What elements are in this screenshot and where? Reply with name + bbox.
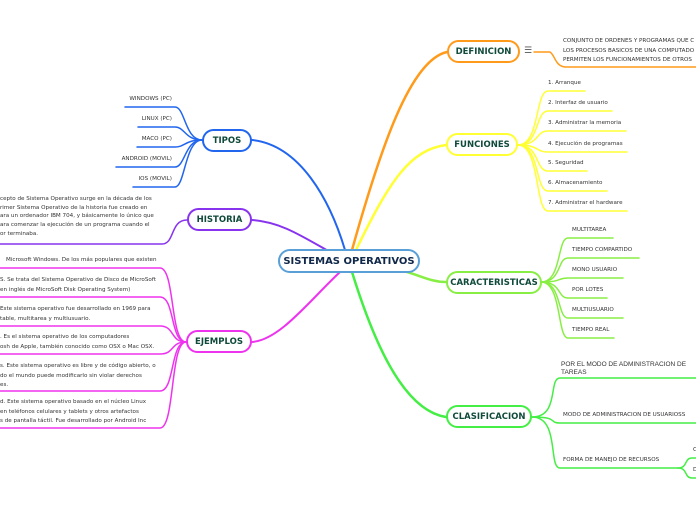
central-topic[interactable]: SISTEMAS OPERATIVOS [278, 249, 420, 273]
ejemplo-item[interactable]: . Es el sistema operativo de los computa… [0, 333, 154, 352]
funciones-item[interactable]: 5. Seguridad [548, 160, 584, 166]
clasificacion-subitem[interactable]: D [693, 467, 696, 473]
topic-clasificacion[interactable]: CLASIFICACION [446, 405, 532, 428]
ejemplo-line: do el mundo puede modificarlo sin violar… [0, 372, 142, 379]
notes-icon[interactable]: ☰ [524, 46, 533, 56]
caracteristicas-item[interactable]: MULTIUSUARIO [572, 307, 614, 313]
historia-line: or terminaba. [0, 230, 39, 237]
caracteristicas-item[interactable]: MULTITAREA [572, 227, 607, 233]
tipos-item[interactable]: LINUX (PC) [141, 116, 172, 122]
historia-line: ara un ordenador IBM 704, y básicamente … [0, 213, 154, 220]
topic-tipos[interactable]: TIPOS [202, 129, 252, 152]
definicion-line: PERMITEN LOS FUNCIONAMIENTOS DE OTROS [563, 57, 692, 63]
ejemplo-item[interactable]: Microsoft Windows. De los más populares … [6, 256, 157, 266]
ejemplo-line: es. [0, 382, 9, 388]
ejemplo-item[interactable]: Este sistema operativo fue desarrollado … [0, 305, 151, 324]
clasificacion-item[interactable]: MODO DE ADMINISTRACION DE USUARIOSS [563, 412, 686, 418]
caracteristicas-item[interactable]: POR LOTES [572, 287, 604, 293]
ejemplo-line: s de pantalla táctil. Fue desarrollado p… [0, 418, 147, 424]
historia-text[interactable]: cepto de Sistema Operativo surge en la d… [0, 195, 154, 239]
clasificacion-item[interactable]: POR EL MODO DE ADMINISTRACION DE TAREAS [561, 361, 687, 376]
definicion-line: LOS PROCESOS BASICOS DE UNA COMPUTADO [563, 47, 695, 54]
historia-line: cepto de Sistema Operativo surge en la d… [0, 196, 152, 202]
ejemplo-line: d. Este sistema operativo basado en el n… [0, 399, 147, 405]
caracteristicas-item[interactable]: TIEMPO COMPARTIDO [572, 247, 633, 253]
funciones-item[interactable]: 7. Administrar el hardware [548, 200, 623, 206]
ejemplo-line: Este sistema operativo fue desarrollado … [0, 306, 151, 312]
funciones-item[interactable]: 1. Arranque [548, 80, 581, 86]
ejemplo-item[interactable]: s. Este sistema operativo es libre y de … [0, 362, 156, 391]
topic-caracteristicas[interactable]: CARACTERISTICAS [446, 271, 542, 294]
topic-definicion[interactable]: DEFINICION [447, 40, 520, 63]
definicion-line: CONJUNTO DE ORDENES Y PROGRAMAS QUE C [563, 38, 695, 44]
ejemplo-line: . Es el sistema operativo de los computa… [0, 334, 130, 340]
topic-historia[interactable]: HISTORIA [187, 208, 252, 231]
funciones-item[interactable]: 6. Almacenamiento [548, 180, 603, 186]
ejemplo-item[interactable]: S. Se trata del Sistema Operativo de Dis… [0, 276, 156, 295]
definicion-text: CONJUNTO DE ORDENES Y PROGRAMAS QUE C LO… [563, 37, 694, 66]
caracteristicas-item[interactable]: TIEMPO REAL [572, 327, 610, 333]
funciones-item[interactable]: 3. Administrar la memoria [548, 120, 622, 126]
topic-ejemplos[interactable]: EJEMPLOS [186, 330, 252, 353]
historia-line: rimer Sistema Operativo de la historia f… [0, 204, 148, 211]
ejemplo-line: table, multitarea y multiusuario. [0, 315, 91, 322]
ejemplo-item[interactable]: d. Este sistema operativo basado en el n… [0, 398, 146, 427]
ejemplo-line: Microsoft Windows. De los más populares … [6, 257, 157, 263]
funciones-item[interactable]: 4. Ejecución de programas [548, 141, 623, 147]
historia-line: ara comenzar la ejecución de un programa… [0, 222, 150, 229]
ejemplo-line: en inglés de MicroSoft Disk Operating Sy… [0, 286, 131, 293]
clasificacion-item[interactable]: FORMA DE MANEJO DE RECURSOS [563, 457, 660, 463]
clasificacion-subitem[interactable]: C [693, 447, 696, 453]
funciones-item[interactable]: 2. Interfaz de usuario [548, 100, 608, 106]
ejemplo-line: S. Se trata del Sistema Operativo de Dis… [0, 277, 156, 283]
caracteristicas-item[interactable]: MONO USUARIO [572, 267, 618, 273]
topic-funciones[interactable]: FUNCIONES [446, 133, 518, 156]
ejemplo-line: osh de Apple, también conocido como OSX … [0, 343, 155, 350]
ejemplo-line: en teléfonos celulares y tablets y otros… [0, 408, 139, 415]
tipos-item[interactable]: MACO (PC) [141, 136, 172, 142]
tipos-item[interactable]: ANDROID (MOVIL) [121, 156, 172, 162]
tipos-item[interactable]: WINDOWS (PC) [129, 96, 172, 102]
ejemplo-line: s. Este sistema operativo es libre y de … [0, 363, 156, 369]
tipos-item[interactable]: IOS (MOVIL) [138, 176, 172, 182]
